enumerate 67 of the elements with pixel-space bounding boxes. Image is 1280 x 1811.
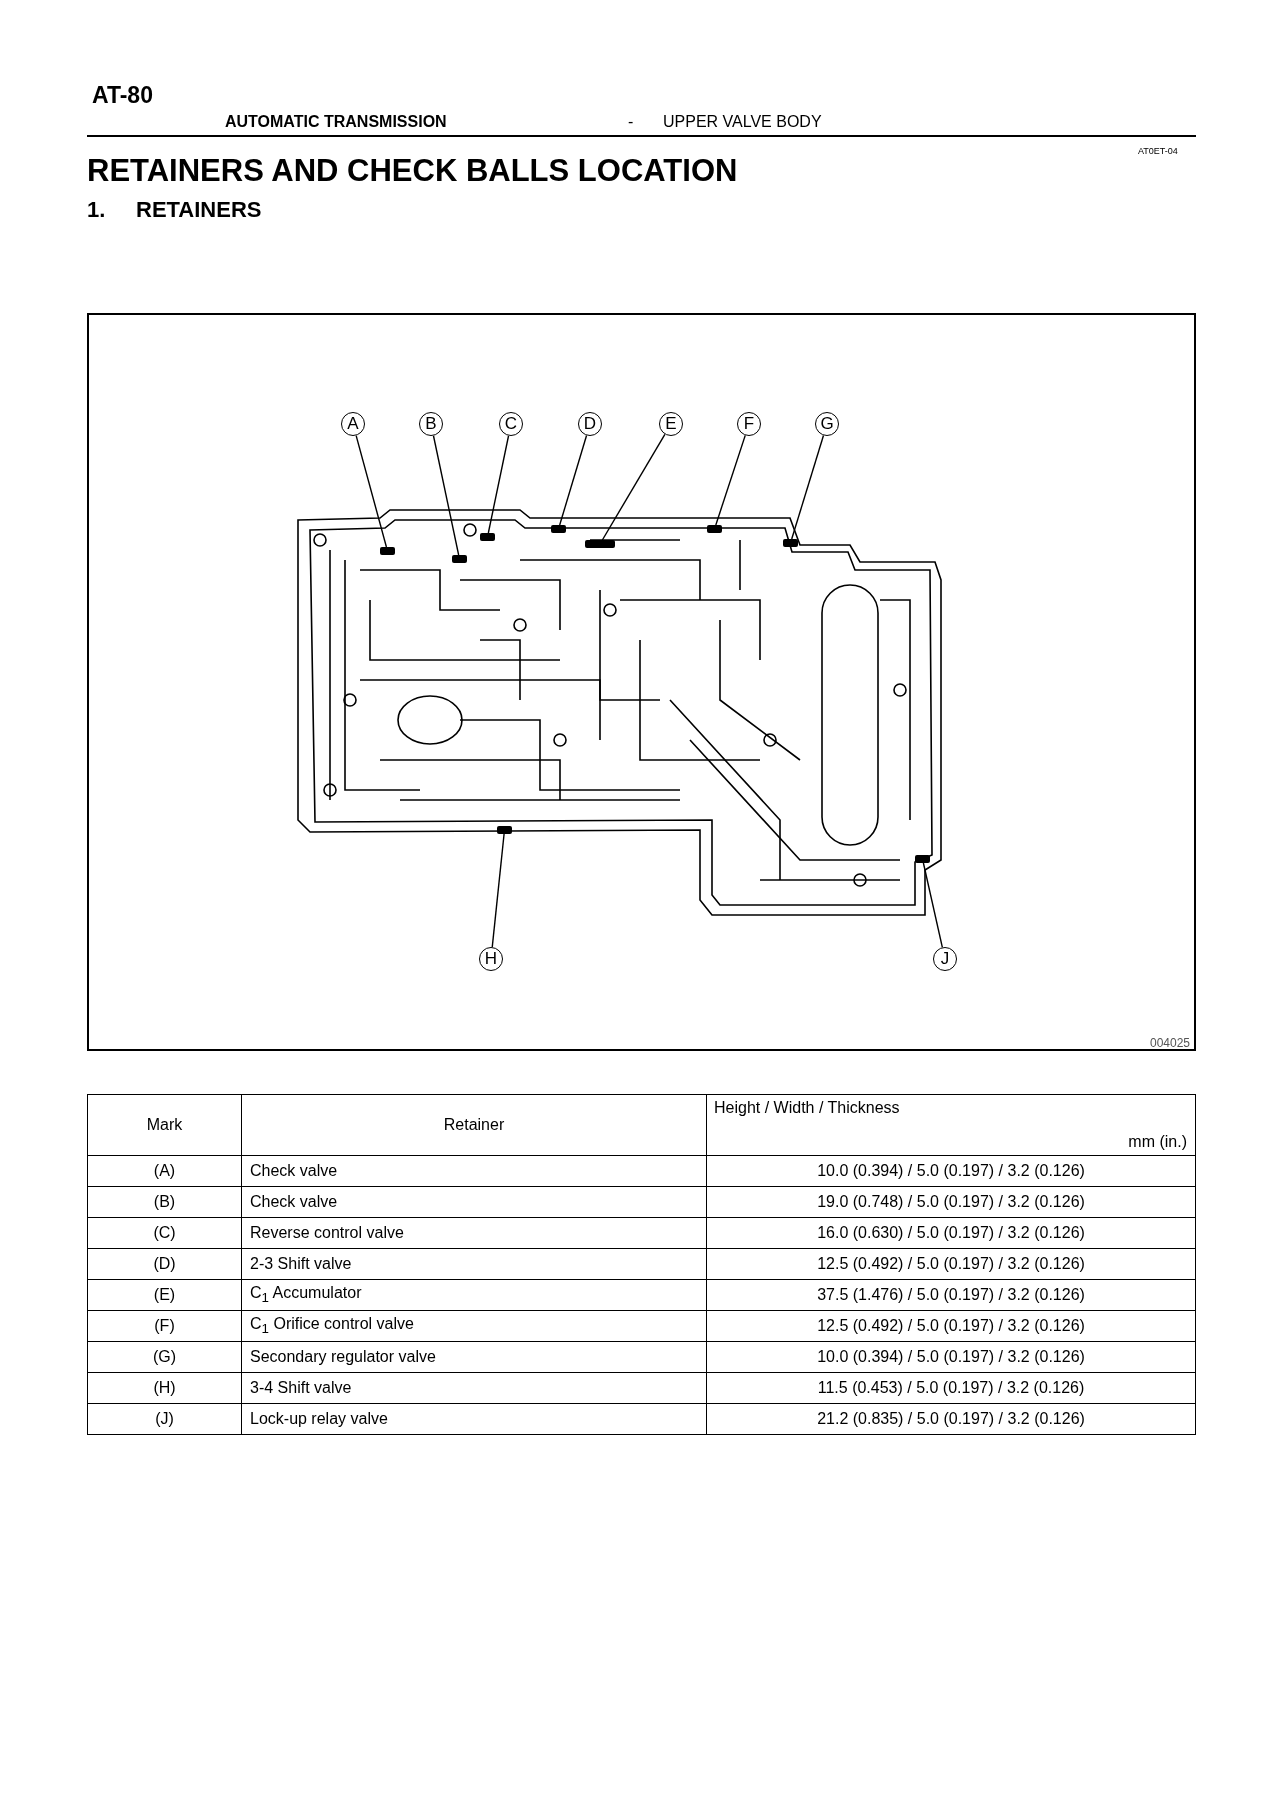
table-cell: (B)	[153, 1193, 176, 1210]
column-header: Retainer	[443, 1116, 505, 1133]
table-cell: Reverse control valve	[250, 1224, 404, 1241]
retainer-mark	[480, 533, 495, 541]
table-cell: (D)	[153, 1255, 176, 1272]
section-heading: RETAINERS	[136, 197, 262, 223]
table-cell: (A)	[153, 1162, 176, 1179]
section-number: 1.	[87, 197, 106, 223]
leader-line	[559, 434, 588, 526]
table-cell: (F)	[154, 1317, 175, 1334]
page-title: RETAINERS AND CHECK BALLS LOCATION	[87, 153, 738, 189]
leader-line	[715, 434, 746, 526]
table-cell: (C)	[153, 1224, 176, 1241]
callout-letter: E	[659, 412, 683, 436]
page-number: AT-80	[92, 82, 153, 109]
section-header: UPPER VALVE BODY	[663, 113, 822, 131]
leader-line	[922, 862, 944, 948]
document-code: AT0ET-04	[1138, 146, 1178, 156]
callout-letter: A	[341, 412, 365, 436]
column-header: Mark	[146, 1116, 183, 1133]
retainer-mark	[551, 525, 566, 533]
figure-number: 004025	[1150, 1036, 1191, 1050]
table-cell: Check valve	[250, 1193, 338, 1210]
table-cell: 37.5 (1.476) / 5.0 (0.197) / 3.2 (0.126)	[817, 1286, 1085, 1303]
table-cell: 12.5 (0.492) / 5.0 (0.197) / 3.2 (0.126)	[817, 1317, 1085, 1334]
table-cell: 2-3 Shift valve	[250, 1255, 352, 1272]
retainer-mark	[783, 539, 798, 547]
retainer-mark	[915, 855, 930, 863]
table-cell: 12.5 (0.492) / 5.0 (0.197) / 3.2 (0.126)	[817, 1255, 1085, 1272]
table-cell: Check valve	[250, 1162, 338, 1179]
table-cell: (G)	[152, 1348, 177, 1365]
callout-letter: H	[479, 947, 503, 971]
table-cell: Secondary regulator valve	[250, 1348, 436, 1365]
table-cell: 3-4 Shift valve	[250, 1379, 352, 1396]
unit-note: mm (in.)	[1128, 1133, 1187, 1151]
retainer-mark	[380, 547, 395, 555]
table-cell: 11.5 (0.453) / 5.0 (0.197) / 3.2 (0.126)	[817, 1379, 1085, 1396]
table-cell: Lock-up relay valve	[250, 1410, 388, 1427]
table-cell: 21.2 (0.835) / 5.0 (0.197) / 3.2 (0.126)	[817, 1410, 1085, 1427]
table-cell: 16.0 (0.630) / 5.0 (0.197) / 3.2 (0.126)	[817, 1224, 1085, 1241]
leader-line	[491, 833, 505, 948]
leader-line	[791, 434, 825, 540]
header-separator: -	[628, 113, 634, 131]
table-cell: (J)	[155, 1410, 174, 1427]
table-cell: 10.0 (0.394) / 5.0 (0.197) / 3.2 (0.126)	[817, 1348, 1085, 1365]
table-cell: 19.0 (0.748) / 5.0 (0.197) / 3.2 (0.126)	[817, 1193, 1085, 1210]
callout-letter: F	[737, 412, 761, 436]
callout-letter: B	[419, 412, 443, 436]
retainer-mark	[452, 555, 467, 563]
leader-line	[601, 433, 666, 541]
table-cell: (H)	[153, 1379, 176, 1396]
callout-letter: G	[815, 412, 839, 436]
callout-letter: J	[933, 947, 957, 971]
section-header: AUTOMATIC TRANSMISSION	[225, 113, 447, 131]
callout-letter: D	[578, 412, 602, 436]
table-cell: C$_{1}$ Accumulator	[250, 1284, 362, 1302]
leader-line	[487, 435, 510, 534]
table-cell: C$_{1}$ Orifice control valve	[250, 1315, 414, 1333]
retainer-mark	[585, 540, 615, 548]
retainer-mark	[707, 525, 722, 533]
retainer-mark	[497, 826, 512, 834]
table-cell: 10.0 (0.394) / 5.0 (0.197) / 3.2 (0.126)	[817, 1162, 1085, 1179]
leader-line	[432, 435, 460, 556]
callout-letter: C	[499, 412, 523, 436]
leader-line	[355, 434, 388, 548]
table-cell: (E)	[153, 1286, 176, 1303]
column-header: Height / Width / Thickness	[714, 1099, 900, 1117]
